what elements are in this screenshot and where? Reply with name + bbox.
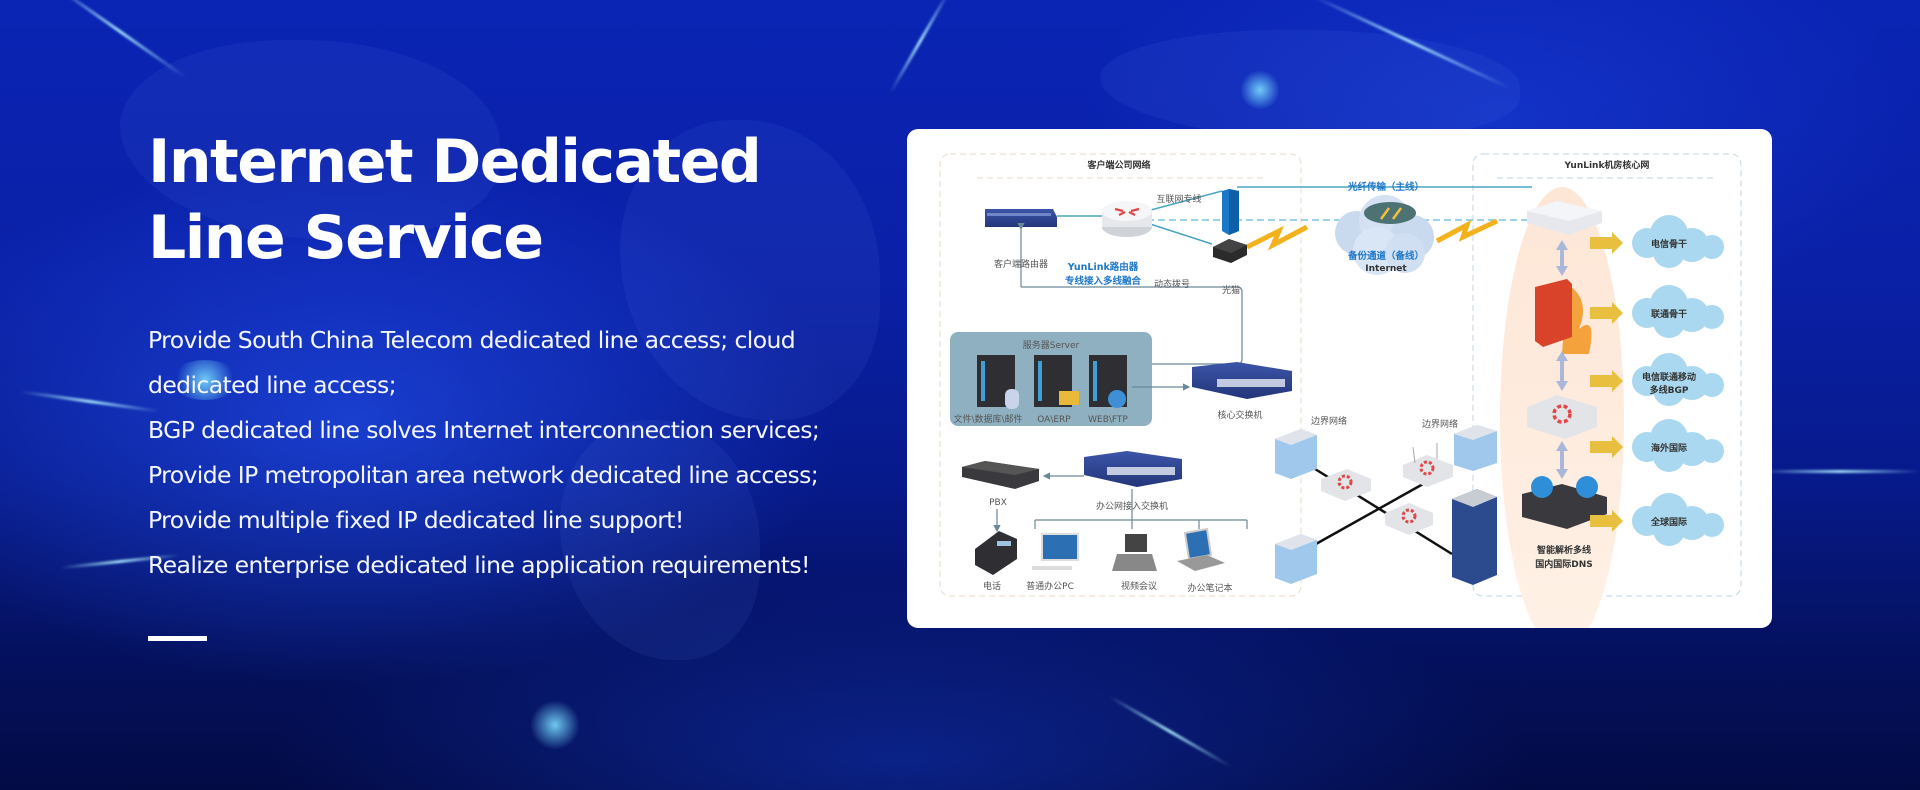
edge-network-label: 边界网络 (1422, 418, 1458, 430)
desktop-pc-icon (1032, 533, 1079, 570)
building-icon (1275, 534, 1317, 584)
network-diagram: 客户端公司网络 YunLink机房核心网 客户端路由器 YunLink路由器 专… (939, 153, 1742, 628)
edge-network-label: 边界网络 (1311, 415, 1347, 427)
client-router-icon (985, 209, 1057, 227)
route-arrow-icon (1590, 302, 1623, 324)
network-diagram-card: 客户端公司网络 YunLink机房核心网 客户端路由器 YunLink路由器 专… (907, 129, 1772, 628)
world-map-shape (1100, 30, 1520, 140)
internet-line-label: 互联网专线 (1156, 193, 1201, 205)
backup-line-label: 备份通道（备线） (1347, 250, 1424, 262)
pbx-icon (962, 461, 1039, 489)
backbone-label: 电信联通移动 (1642, 371, 1696, 383)
building-icon (1275, 429, 1317, 479)
dynamic-dial-label: 动态拨号 (1154, 278, 1190, 290)
light-streak (1760, 470, 1920, 473)
pbx-label: PBX (989, 498, 1007, 508)
backbone-label: 电信骨干 (1651, 238, 1687, 250)
router-icon (1385, 503, 1433, 535)
fiber-main-label: 光纤传输（主线） (1347, 181, 1424, 193)
light-glow (1240, 70, 1280, 110)
backbone-label: 全球国际 (1650, 516, 1687, 528)
wifi-router-icon (1403, 443, 1453, 487)
wireless-bolt (1245, 224, 1309, 251)
optical-modem-icon (1213, 239, 1247, 263)
light-streak (1108, 695, 1232, 768)
bidirectional-arrow (1556, 351, 1568, 391)
firewall-device-icon (1222, 189, 1239, 235)
core-router-icon (1527, 201, 1602, 235)
client-router-label: 客户端路由器 (994, 258, 1048, 270)
endpoint-label: 电话 (983, 580, 1001, 592)
route-arrow-icon (1590, 370, 1623, 392)
laptop-icon (1177, 527, 1225, 571)
optical-modem-label: 光猫 (1222, 284, 1240, 296)
route-arrow-icon (1590, 510, 1623, 532)
world-map-shape (620, 120, 880, 420)
endpoint-label: 视频会议 (1121, 580, 1157, 592)
light-glow (170, 360, 240, 400)
fiber-transport-icon (1364, 202, 1416, 224)
router-icon (1321, 469, 1371, 501)
load-balancer-icon (1527, 395, 1597, 439)
server-label: 文件\数据库\邮件 (953, 413, 1022, 425)
client-network-title: 客户端公司网络 (1086, 159, 1150, 171)
client-network-box (939, 153, 1302, 597)
core-switch-icon (1192, 362, 1292, 399)
internet-label: Internet (1365, 264, 1407, 274)
backbone-cloud: 海外国际 (1632, 419, 1724, 472)
building-icon (1454, 425, 1497, 471)
backbone-sublabel: 多线BGP (1650, 384, 1689, 396)
backbone-cloud: 全球国际 (1632, 493, 1724, 546)
yunlink-router-label: YunLink路由器 (1067, 261, 1139, 273)
page-title: Internet Dedicated Line Service (148, 124, 908, 276)
title-line-2: Line Service (148, 203, 544, 273)
dns-sublabel: 国内国际DNS (1535, 558, 1593, 570)
yunlink-router-sublabel: 专线接入多线融合 (1065, 275, 1142, 287)
internet-cloud-icon (1335, 195, 1434, 275)
bidirectional-arrow (1556, 240, 1568, 276)
office-tower-icon (1452, 489, 1497, 585)
title-line-1: Internet Dedicated (148, 127, 762, 197)
phone-icon (975, 531, 1017, 575)
world-map-shape (560, 420, 760, 660)
server-icon (977, 355, 1019, 409)
backbone-cloud: 联通骨干 (1632, 285, 1724, 338)
backbone-cloud: 电信骨干 (1632, 215, 1724, 268)
description-line: Realize enterprise dedicated line applic… (148, 551, 810, 579)
dns-server-icon (1522, 476, 1607, 529)
description-line: BGP dedicated line solves Internet inter… (148, 416, 820, 444)
light-glow (530, 700, 580, 750)
light-streak (888, 0, 952, 95)
description: Provide South China Telecom dedicated li… (148, 318, 908, 588)
route-arrow-icon (1590, 436, 1623, 458)
bidirectional-arrow (1556, 441, 1568, 479)
server-label: WEB\FTP (1088, 415, 1128, 425)
dns-label: 智能解析多线 (1537, 544, 1591, 556)
office-switch-icon (1084, 451, 1182, 487)
route-arrow-icon (1590, 232, 1623, 254)
hero-section: Internet Dedicated Line Service Provide … (148, 124, 908, 641)
server-label: OA\ERP (1037, 415, 1071, 425)
accent-divider (148, 636, 207, 641)
core-network-title: YunLink机房核心网 (1564, 159, 1650, 171)
core-network-box (1472, 153, 1742, 597)
server-icon (1034, 355, 1079, 407)
description-line: Provide IP metropolitan area network ded… (148, 461, 819, 489)
firewall-icon (1535, 279, 1592, 354)
endpoint-label: 普通办公PC (1026, 580, 1074, 592)
server-group-title: 服务器Server (1023, 339, 1080, 351)
description-line: Provide South China Telecom dedicated li… (148, 326, 796, 354)
backbone-label: 联通骨干 (1651, 308, 1687, 320)
description-line: Provide multiple fixed IP dedicated line… (148, 506, 684, 534)
light-streak (20, 390, 160, 413)
wireless-bolt (1435, 218, 1499, 244)
core-switch-label: 核心交换机 (1217, 409, 1262, 421)
description-line: dedicated line access; (148, 371, 397, 399)
endpoint-label: 办公笔记本 (1187, 582, 1232, 594)
server-icon (1089, 355, 1127, 408)
yunlink-router-icon (1102, 201, 1152, 237)
video-conference-icon (1112, 534, 1157, 571)
backbone-label: 海外国际 (1651, 442, 1687, 454)
